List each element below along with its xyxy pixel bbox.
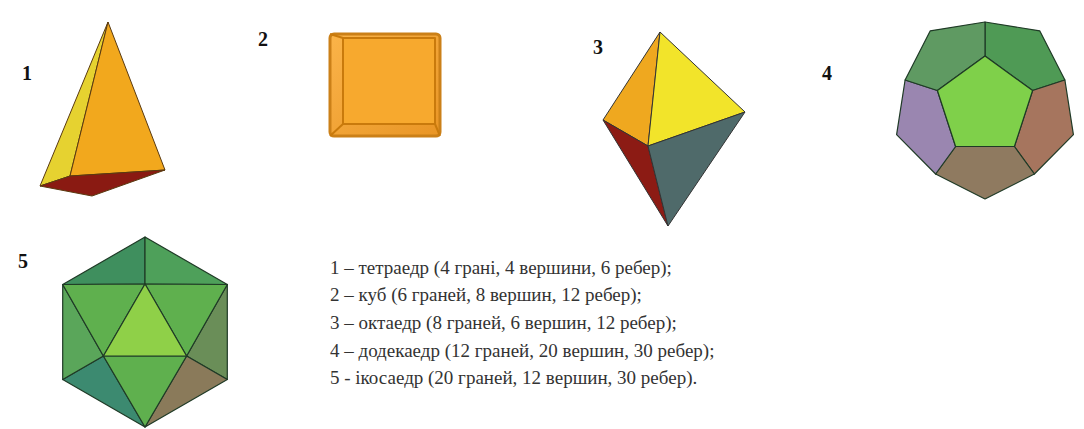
octahedron-face (648, 112, 745, 226)
callout-number: 2 (258, 28, 268, 51)
icosahedron-face (103, 284, 186, 356)
tetrahedron-figure (40, 22, 165, 196)
callout-number: 1 (22, 62, 32, 85)
cube-face (343, 38, 435, 124)
icosahedron-figure (63, 237, 228, 427)
icosahedron-face (103, 356, 186, 427)
tetrahedron-face (70, 22, 165, 176)
cube-edge (435, 124, 440, 136)
cube-figure (330, 34, 440, 136)
octahedron-figure (603, 32, 745, 226)
cube-edge (330, 124, 343, 136)
legend-line: 5 - ікосаедр (20 граней, 12 вершин, 30 р… (330, 367, 697, 389)
legend-line: 1 – тетраедр (4 грані, 4 вершини, 6 ребе… (330, 257, 672, 279)
dodecahedron-figure (897, 22, 1074, 199)
callout-number: 4 (822, 62, 832, 85)
dodecahedron-face (937, 56, 1032, 147)
callout-number: 5 (18, 250, 28, 273)
icosahedron-face (63, 237, 145, 285)
icosahedron-face (145, 237, 227, 285)
tetrahedron-face (40, 170, 165, 196)
cube-body (330, 34, 440, 136)
legend-line: 3 – октаедр (8 граней, 6 вершин, 12 ребе… (330, 312, 677, 334)
legend-line: 2 – куб (6 граней, 8 вершин, 12 ребер); (330, 284, 642, 306)
cube-edge (330, 34, 343, 38)
legend-line: 4 – додекаедр (12 граней, 20 вершин, 30 … (330, 340, 714, 362)
callout-number: 3 (593, 36, 603, 59)
